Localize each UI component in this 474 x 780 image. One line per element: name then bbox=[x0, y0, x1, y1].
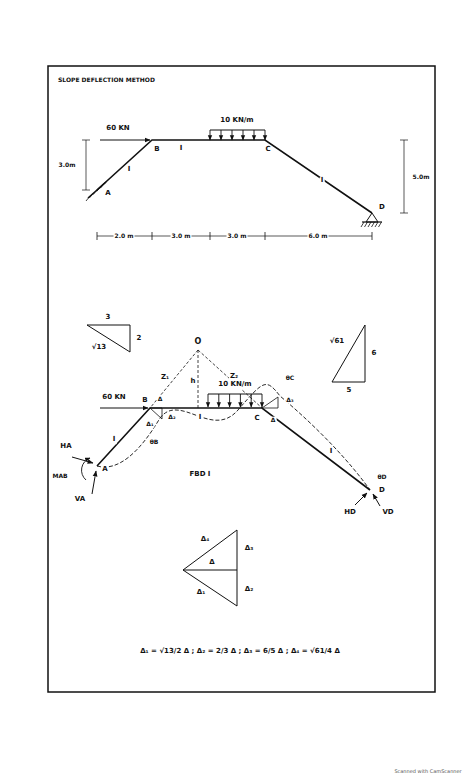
slope-triangle bbox=[87, 325, 365, 382]
inertia-label: I bbox=[179, 145, 184, 153]
load-label: 10 KN/m bbox=[219, 117, 254, 125]
load-label: 60 KN bbox=[105, 125, 130, 133]
displacement-label: Δ₁ bbox=[145, 421, 154, 428]
support-label: A bbox=[104, 190, 111, 198]
dimension: 3.0 m bbox=[171, 233, 192, 240]
sheet-frame bbox=[48, 66, 435, 692]
triangle-side: 2 bbox=[136, 335, 143, 343]
triangle-side: √61 bbox=[329, 338, 345, 346]
reaction-label: VA bbox=[74, 496, 86, 504]
triangle-side: 6 bbox=[371, 350, 378, 358]
dimension: 3.0 m bbox=[227, 233, 248, 240]
inertia-label: I bbox=[112, 436, 117, 444]
inertia-label: I bbox=[329, 448, 334, 456]
triangle-side: 5 bbox=[346, 387, 353, 395]
support-label: D bbox=[378, 487, 386, 495]
joint-label: C bbox=[253, 415, 260, 423]
free-body-diagram bbox=[72, 350, 380, 506]
support-label: D bbox=[378, 204, 386, 212]
displacement-label: Δ₂ bbox=[167, 414, 176, 421]
dimension: 6.0 m bbox=[308, 233, 329, 240]
displacement-label: Δ bbox=[208, 559, 215, 567]
reaction-label: MAB bbox=[51, 473, 68, 480]
triangle-side: √13 bbox=[91, 344, 107, 352]
displacement-label: Δ₃ bbox=[244, 545, 254, 553]
dimension: 3.0m bbox=[58, 162, 77, 169]
displacement-label: Δ₂ bbox=[244, 586, 254, 594]
distance-label: Z₂ bbox=[229, 373, 239, 381]
rotation-label: θD bbox=[376, 474, 387, 481]
displacement-triangle bbox=[183, 530, 237, 606]
displacement-label: Δ₁ bbox=[196, 589, 206, 597]
inertia-label: I bbox=[320, 177, 325, 185]
watermark: Scanned with CamScanner bbox=[393, 769, 462, 775]
reaction-label: VD bbox=[381, 509, 394, 517]
displacement-label: Δ₄ bbox=[200, 536, 210, 544]
diagram-caption: FBD I bbox=[189, 471, 212, 479]
dimension: 2.0 m bbox=[114, 233, 135, 240]
displacement-label: Δ₃ bbox=[285, 397, 294, 404]
distance-label: Z₁ bbox=[160, 374, 170, 382]
sheet-title: SLOPE DEFLECTION METHOD bbox=[58, 76, 155, 83]
displacement-label: Δ bbox=[157, 396, 164, 403]
frame-members bbox=[82, 130, 408, 240]
center-label: O bbox=[194, 338, 203, 347]
inertia-label: I bbox=[127, 166, 132, 174]
joint-label: B bbox=[141, 397, 148, 405]
triangle-side: 3 bbox=[105, 314, 112, 322]
inertia-label: I bbox=[198, 414, 203, 422]
displacement-label: Δ bbox=[270, 417, 277, 424]
load-label: 10 KN/m bbox=[217, 381, 252, 389]
equation: Δ₁ = √13/2 Δ ; Δ₂ = 2/3 Δ ; Δ₃ = 6/5 Δ ;… bbox=[139, 648, 341, 656]
dimension: 5.0m bbox=[412, 174, 431, 181]
joint-label: C bbox=[264, 146, 271, 154]
rotation-label: θC bbox=[285, 375, 296, 382]
reaction-label: HD bbox=[343, 509, 357, 517]
rotation-label: θB bbox=[149, 439, 160, 446]
reaction-label: HA bbox=[59, 443, 72, 451]
load-label: 60 KN bbox=[101, 394, 126, 402]
support-label: A bbox=[101, 466, 108, 474]
joint-label: B bbox=[153, 146, 160, 154]
distance-label: h bbox=[190, 378, 197, 386]
